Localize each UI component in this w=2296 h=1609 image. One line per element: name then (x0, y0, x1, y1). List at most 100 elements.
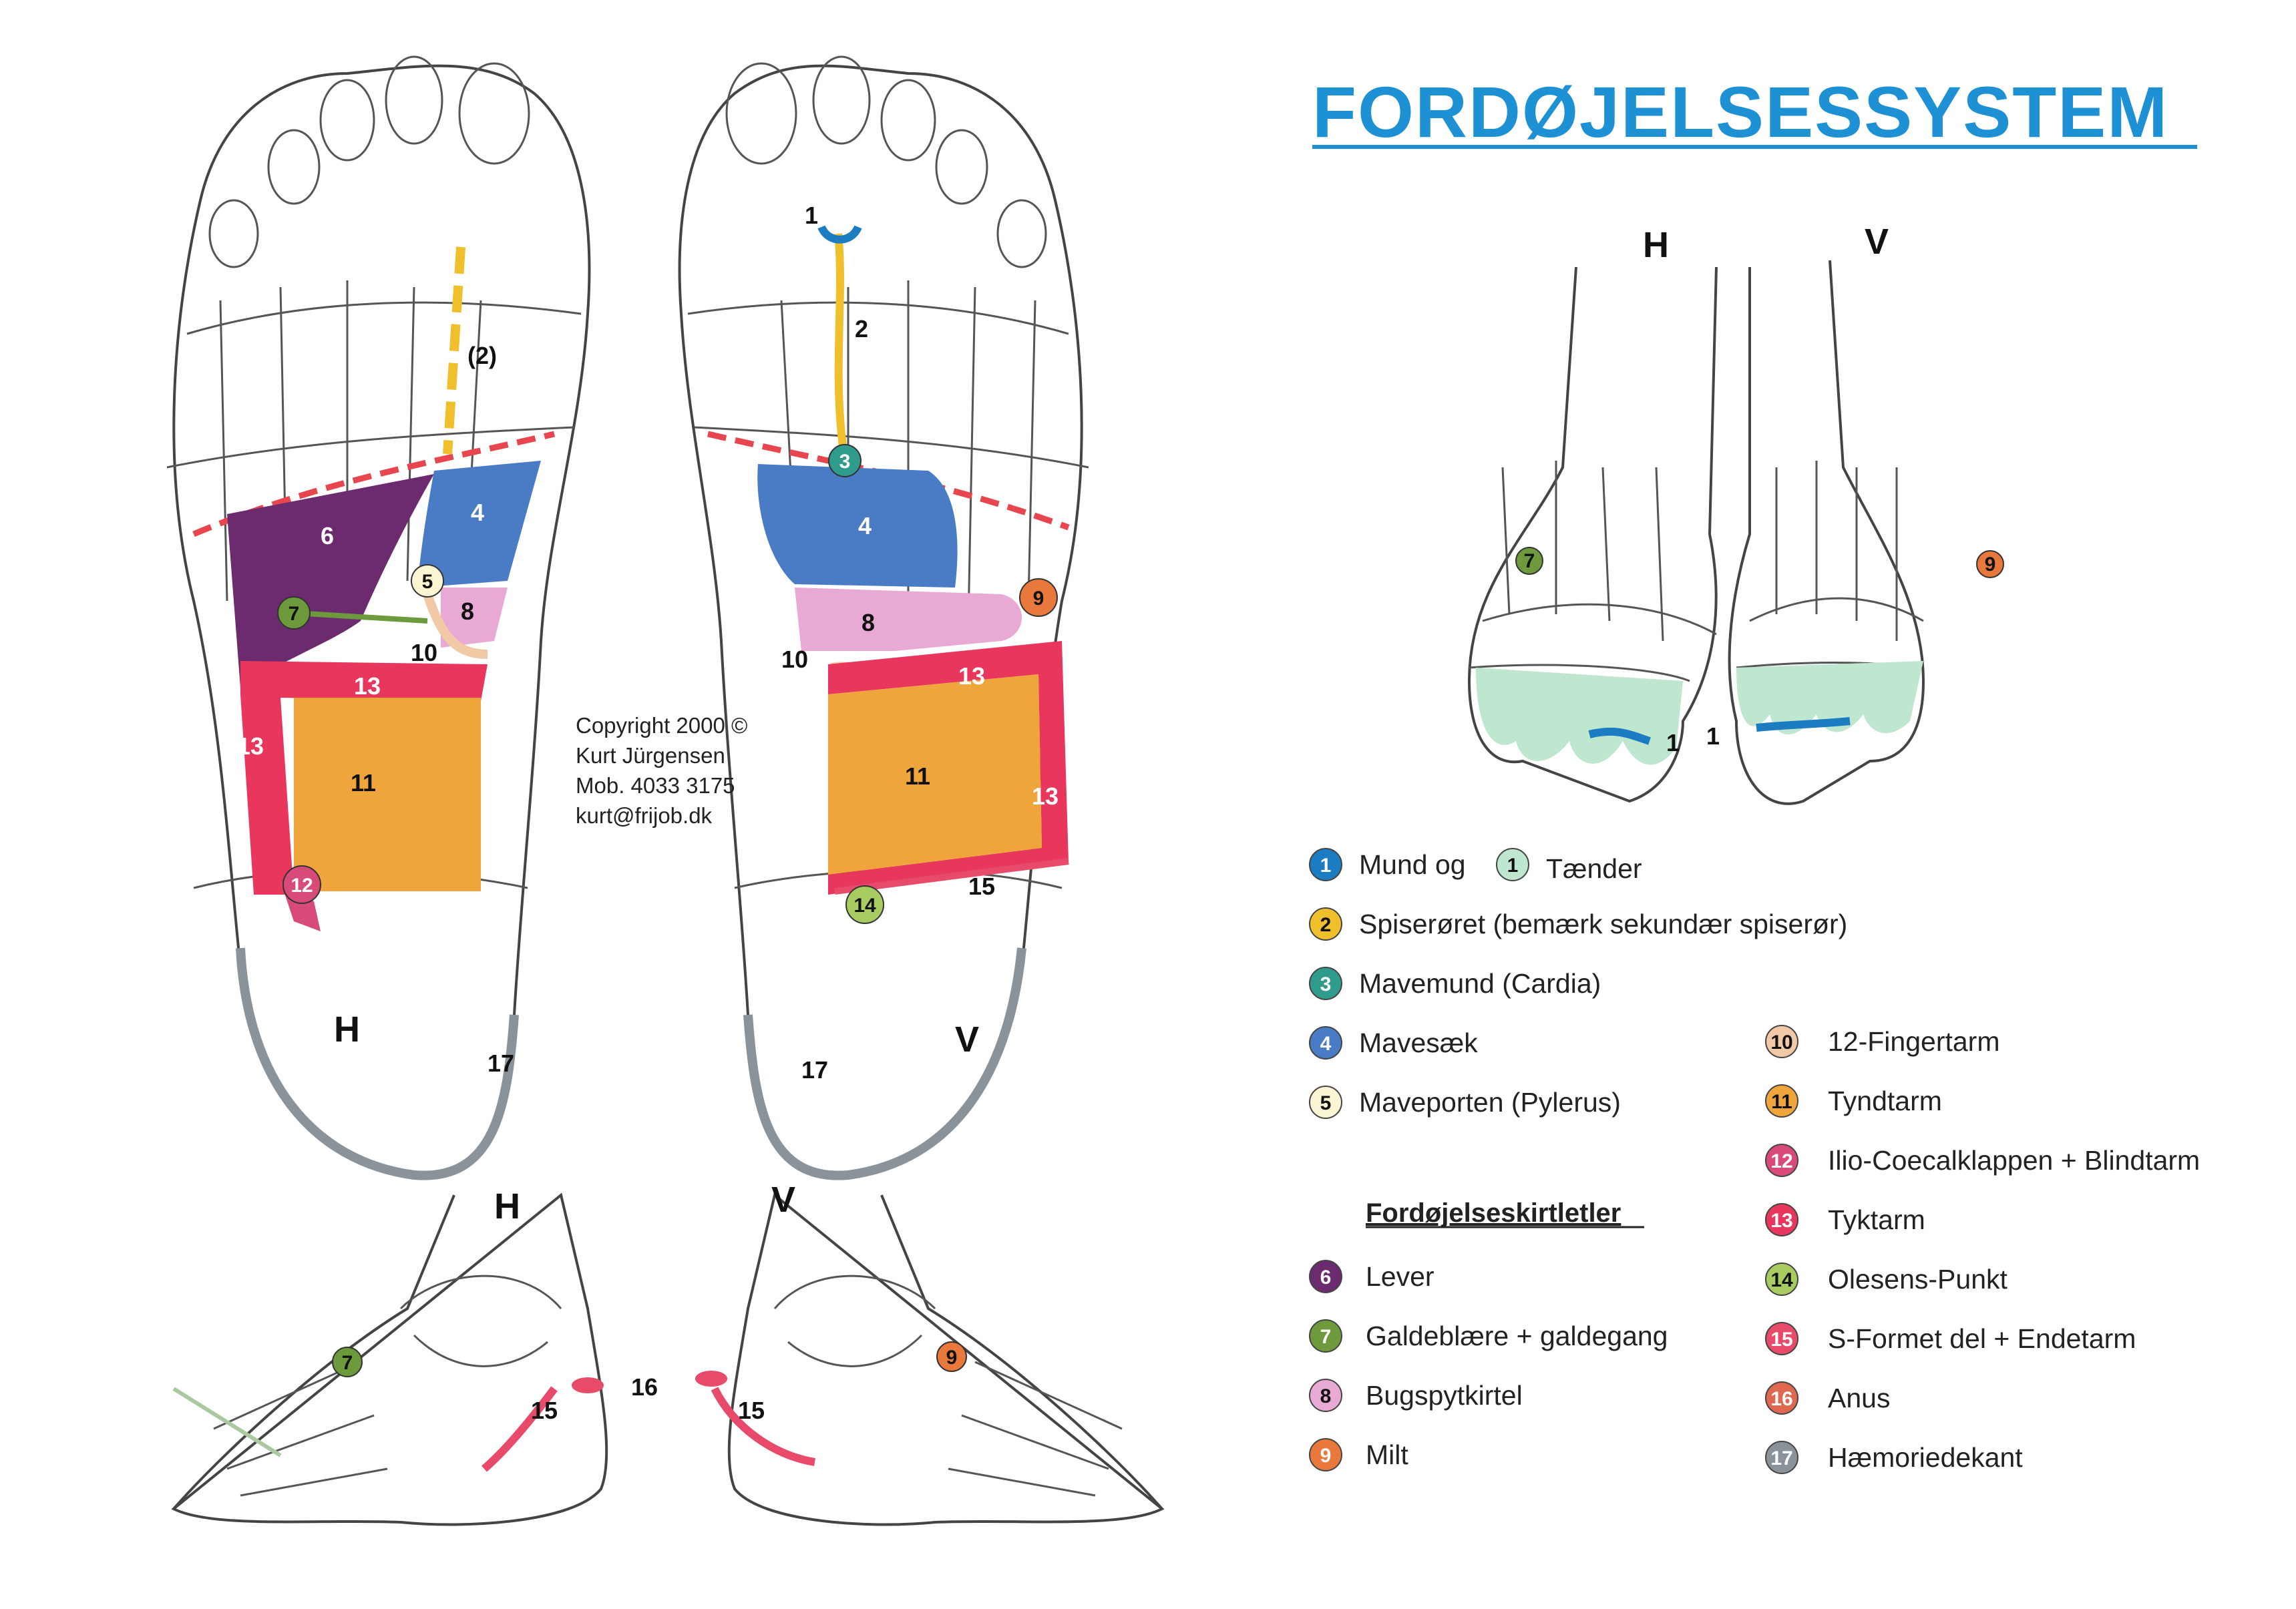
legend-item-13-badge (1765, 1203, 1798, 1236)
badge-5-left: 5 (422, 571, 433, 593)
label-8-right: 8 (862, 609, 875, 636)
legend-item-2-label: Spiserøret (bemærk sekundær spiserør) (1359, 909, 1847, 939)
zone-11-small-intestine-right (828, 674, 1042, 875)
legend-item-10-badge (1765, 1025, 1798, 1058)
legend-item-1-label: Mund og (1359, 849, 1466, 880)
legend-item-10-number: 10 (1770, 1031, 1792, 1054)
label-17-right: 17 (801, 1056, 828, 1084)
legend-item-15-label: S-Formet del + Endetarm (1828, 1323, 2136, 1354)
label-H-dorsal: H (1643, 225, 1669, 265)
label-11-right: 11 (905, 762, 930, 790)
legend-item-6-number: 6 (1320, 1267, 1332, 1289)
page-title: FORDØJELSESSYSTEM (1312, 71, 2168, 152)
legend-item-16-number: 16 (1770, 1388, 1792, 1410)
legend-item-8-number: 8 (1320, 1385, 1332, 1407)
label-13-right-side: 13 (1032, 782, 1059, 810)
legend-item-15-badge (1765, 1322, 1798, 1355)
label-H-side: H (494, 1186, 520, 1226)
left-foot-sole: 1 2 3 4 9 8 10 13 11 13 15 14 V 17 (678, 55, 1089, 1180)
legend-item-1-teeth-badge (1496, 848, 1529, 881)
legend-item-9-label: Milt (1366, 1439, 1408, 1470)
zone-1-teeth-right (1476, 668, 1683, 765)
legend-item-16-label: Anus (1828, 1383, 1890, 1413)
zone-2-esophagus (834, 233, 849, 461)
label-11-left: 11 (351, 769, 376, 796)
label-1-dorsal-right: 1 (1666, 729, 1680, 756)
zone-2-secondary-esophagus (443, 246, 465, 455)
label-15-side-right: 15 (738, 1397, 765, 1424)
badge-7-dorsal: 7 (1524, 550, 1535, 572)
legend-item-2-number: 2 (1320, 914, 1332, 936)
left-foot-inner-side: 9 15 V (695, 1180, 1165, 1526)
right-foot-sole: (2) 6 4 7 5 8 10 13 13 11 12 H 17 (166, 55, 591, 1180)
legend-item-6-badge (1309, 1260, 1342, 1293)
zone-4-stomach (417, 461, 541, 588)
legend-item-3-number: 3 (1320, 973, 1332, 995)
legend-item-11-number: 11 (1771, 1091, 1792, 1113)
zone-13-colon-left (240, 661, 488, 895)
label-15-right-sole: 15 (968, 873, 995, 900)
zone-1-teeth-left (1736, 661, 1923, 734)
label-10-left: 10 (411, 639, 437, 666)
label-4-right: 4 (858, 512, 872, 539)
legend-item-8-badge (1309, 1379, 1342, 1412)
zone-8-pancreas-right (795, 588, 1022, 651)
legend-item-8-label: Bugspytkirtel (1366, 1380, 1523, 1411)
legend-item-17-badge (1765, 1441, 1798, 1474)
badge-12-left: 12 (291, 875, 313, 897)
legend-item-3-badge (1309, 967, 1342, 1000)
label-1-right: 1 (805, 202, 818, 229)
legend-item-11-badge (1765, 1084, 1798, 1118)
copyright-block: Copyright 2000 © Kurt Jürgensen Mob. 403… (576, 713, 747, 828)
label-2-right: 2 (855, 315, 868, 342)
legend-item-4-number: 4 (1320, 1033, 1332, 1055)
left-foot-dorsal: 9 1 V (1706, 222, 2004, 805)
badge-7-side: 7 (342, 1352, 353, 1374)
legend-item-2-badge (1309, 907, 1342, 941)
label-6-left: 6 (321, 522, 334, 549)
badge-9-right: 9 (1033, 588, 1044, 610)
legend-item-16-badge (1765, 1381, 1798, 1415)
label-17-left: 17 (488, 1050, 514, 1077)
badge-9-dorsal: 9 (1985, 553, 1996, 576)
label-8-left: 8 (461, 598, 474, 625)
legend-item-6-label: Lever (1366, 1261, 1434, 1292)
legend-item-7-label: Galdeblære + galdegang (1366, 1321, 1668, 1351)
right-foot-inner-side: 7 15 H (171, 1186, 608, 1526)
zone-13-colon-right (828, 641, 1069, 895)
legend-item-4-label: Mavesæk (1359, 1027, 1478, 1058)
label-10-right: 10 (781, 646, 808, 673)
legend-item-14-badge (1765, 1262, 1798, 1296)
zone-4-stomach-right (757, 464, 958, 588)
label-13-right-top: 13 (958, 662, 985, 690)
zone-8-pancreas (441, 588, 508, 648)
legend-item-11-label: Tyndtarm (1828, 1086, 1942, 1116)
label-1-dorsal-left: 1 (1706, 722, 1720, 750)
legend-item-13-label: Tyktarm (1828, 1204, 1925, 1235)
copyright-line-1: Copyright 2000 © (576, 713, 747, 738)
right-foot-dorsal: 7 1 H (1467, 225, 1718, 803)
legend-item-14-number: 14 (1770, 1269, 1793, 1291)
glands-heading: Fordøjelseskirtletler (1366, 1198, 1621, 1228)
legend-item-13-number: 13 (1770, 1210, 1792, 1232)
label-2-secondary: (2) (467, 342, 497, 369)
badge-7-left: 7 (289, 603, 300, 625)
legend-item-1-badge (1309, 848, 1342, 881)
legend-item-12-number: 12 (1770, 1150, 1792, 1172)
badge-9-side: 9 (946, 1347, 958, 1369)
legend-item-7-badge (1309, 1319, 1342, 1353)
legend-item-7-number: 7 (1320, 1326, 1332, 1348)
zone-1-mouth (817, 225, 862, 244)
legend-item-3-label: Mavemund (Cardia) (1359, 968, 1601, 999)
zone-17-hemorrhoid-edge-right (743, 947, 1026, 1180)
copyright-line-3: Mob. 4033 3175 (576, 773, 735, 798)
label-16: 16 (631, 1373, 658, 1401)
label-13-left-top: 13 (354, 672, 381, 700)
legend-item-15-number: 15 (1770, 1329, 1792, 1351)
legend-item-5-number: 5 (1320, 1092, 1332, 1114)
copyright-line-4: kurt@frijob.dk (576, 803, 713, 828)
label-15-side-left: 15 (531, 1397, 558, 1424)
legend-item-5-badge (1309, 1086, 1342, 1119)
